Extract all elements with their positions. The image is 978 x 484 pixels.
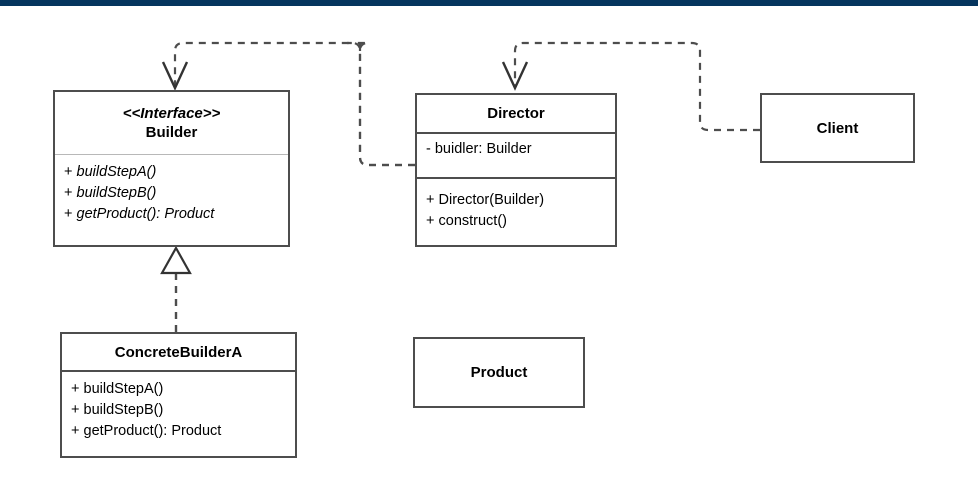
class-name: ConcreteBuilderA bbox=[114, 343, 243, 361]
top-accent-bar bbox=[0, 0, 978, 6]
class-header-concretebuildera: ConcreteBuilderA bbox=[62, 334, 295, 370]
class-box-director[interactable]: Director - buidler: Builder + Director(B… bbox=[415, 93, 617, 247]
method-item: + buildStepA() bbox=[64, 164, 157, 180]
class-name: Builder bbox=[145, 124, 198, 141]
attribute-item: - buidler: Builder bbox=[426, 141, 532, 157]
class-box-client[interactable]: Client bbox=[760, 93, 915, 163]
class-name: Director bbox=[487, 105, 545, 122]
class-methods-director: + Director(Builder) + construct() bbox=[417, 177, 615, 232]
method-item: + buildStepB() bbox=[64, 185, 157, 201]
class-header-director: Director bbox=[417, 95, 615, 132]
class-box-concretebuildera[interactable]: ConcreteBuilderA + buildStepA() + buildS… bbox=[60, 332, 297, 458]
method-item: + construct() bbox=[426, 213, 507, 229]
class-methods-builder: + buildStepA() + buildStepB() + getProdu… bbox=[55, 154, 288, 225]
method-item: + getProduct(): Product bbox=[64, 206, 215, 222]
method-item: + buildStepB() bbox=[71, 402, 164, 418]
method-item: + getProduct(): Product bbox=[71, 423, 222, 439]
class-stereotype: <<Interface>> bbox=[122, 105, 221, 122]
method-item: + Director(Builder) bbox=[426, 192, 545, 208]
method-item: + buildStepA() bbox=[71, 381, 164, 397]
class-attributes-director: - buidler: Builder bbox=[417, 132, 615, 177]
relationship-client-uses-director bbox=[501, 41, 760, 132]
class-name: Product bbox=[470, 364, 528, 381]
relationship-director-uses-builder bbox=[161, 41, 415, 167]
class-methods-concretebuildera: + buildStepA() + buildStepB() + getProdu… bbox=[62, 370, 295, 442]
class-header-builder: <<Interface>> Builder bbox=[55, 92, 288, 154]
relationship-concretebuildera-realizes-builder bbox=[160, 245, 192, 332]
class-box-product[interactable]: Product bbox=[413, 337, 585, 408]
class-name: Client bbox=[816, 119, 859, 137]
class-box-builder[interactable]: <<Interface>> Builder + buildStepA() + b… bbox=[53, 90, 290, 247]
